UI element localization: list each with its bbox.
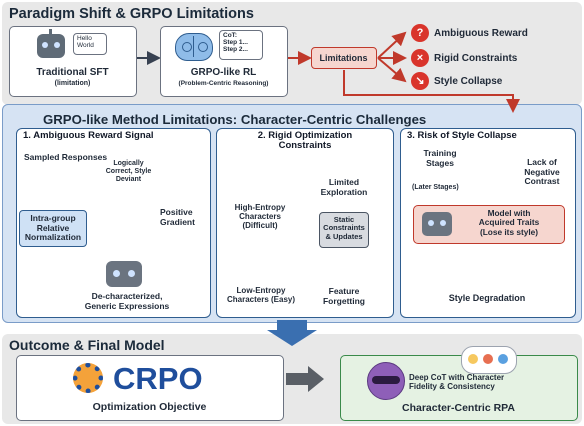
masked-character-icon xyxy=(367,362,405,400)
limit-item-style-collapse: Style Collapse xyxy=(434,76,503,87)
crpo-card: CRPO Optimization Objective xyxy=(16,355,284,421)
rl-card: CoT: Step 1... Step 2... GRPO-like RL (P… xyxy=(160,26,288,97)
low-line1: Low-Entropy xyxy=(236,286,286,295)
stages-line1: Training xyxy=(423,148,457,158)
limited-exploration-label: Limited Exploration xyxy=(310,177,378,197)
rl-cot-bubble: CoT: Step 1... Step 2... xyxy=(219,30,263,60)
contrast-line3: Contrast xyxy=(524,176,560,187)
model-line3: (Lose its style) xyxy=(479,226,539,237)
feature-forgetting-label: Feature Forgetting xyxy=(310,286,378,306)
gradient-line2: Gradient xyxy=(160,216,195,227)
panel2-title-line2: Constraints xyxy=(278,140,332,152)
limits-branch-arrow-1 xyxy=(377,31,407,59)
emoji-cluster-icon xyxy=(461,346,517,374)
limitations-box: Limitations xyxy=(311,47,377,69)
rl-bubble-line3: Step 2... xyxy=(223,46,248,54)
contrast-line1: Lack of xyxy=(527,157,557,167)
sft-bubble-line2: World xyxy=(77,42,94,50)
forget-line2: Forgetting xyxy=(322,295,366,306)
positive-gradient-label: Positive Gradient xyxy=(160,207,195,227)
decharacterized-label: De-characterized, Generic Expressions xyxy=(62,291,192,311)
limit-item-ambiguous-reward: Ambiguous Reward xyxy=(434,28,528,39)
cloud-line3: Deviant xyxy=(115,175,142,183)
traits-robot-icon xyxy=(422,212,452,236)
sft-card: Hello World Traditional SFT (limitation) xyxy=(9,26,137,97)
logic-cloud-text: Logically Correct, Style Deviant xyxy=(90,160,167,183)
ambiguous-reward-icon: ? xyxy=(411,24,429,42)
down-flow-arrow xyxy=(267,320,317,346)
rigid-constraints-icon: × xyxy=(411,49,429,67)
contrast-line2: Negative xyxy=(524,166,560,177)
training-stages-label: Training Stages xyxy=(410,148,470,168)
high-line2: Characters xyxy=(239,211,281,221)
cloud-line2: Correct, Style xyxy=(105,167,152,175)
rl-sublabel: (Problem-Centric Reasoning) xyxy=(178,80,269,87)
cloud-line1: Logically xyxy=(113,160,144,167)
optimization-objective-label: Optimization Objective xyxy=(92,401,207,413)
limitations-down-arrow xyxy=(343,70,520,113)
crpo-title: CRPO xyxy=(113,361,203,396)
normalization-box: Intra-group Relative Normalization xyxy=(19,210,87,247)
lack-contrast-label: Lack of Negative Contrast xyxy=(515,157,569,187)
result-line2: Generic Expressions xyxy=(84,300,170,311)
norm-line2: Relative xyxy=(36,222,70,233)
normalization-text: Intra-group Relative Normalization xyxy=(20,213,86,243)
rpa-description: Deep CoT with Character Fidelity & Consi… xyxy=(409,373,505,392)
static-line3: & Updates xyxy=(325,231,363,241)
explore-line1: Limited xyxy=(328,177,360,187)
static-constraints-box: Static Constraints & Updates xyxy=(319,212,369,248)
explore-line2: Exploration xyxy=(320,186,368,197)
model-line1: Model with xyxy=(487,208,531,218)
sampled-responses-label: Sampled Responses xyxy=(24,152,108,162)
sft-label: Traditional SFT xyxy=(36,67,109,78)
rl-label: GRPO-like RL xyxy=(190,67,257,78)
generic-robot-icon xyxy=(106,261,142,287)
static-constraints-text: Static Constraints & Updates xyxy=(320,215,368,241)
panel2-title: 2. Rigid Optimization Constraints xyxy=(216,130,394,152)
rpa-line1: Deep CoT with Character xyxy=(409,373,505,382)
sft-bubble-line1: Hello xyxy=(77,35,92,42)
limits-branch-arrow-3 xyxy=(377,57,407,83)
low-entropy-label: Low-Entropy Characters (Easy) xyxy=(219,286,303,305)
panel3-title: 3. Risk of Style Collapse xyxy=(407,130,517,141)
bottom-section-title: Outcome & Final Model xyxy=(9,337,165,353)
limit-item-rigid-constraints: Rigid Constraints xyxy=(434,53,518,64)
limitations-label: Limitations xyxy=(319,53,368,63)
panel2-title-line1: 2. Rigid Optimization xyxy=(257,130,353,141)
gradient-line1: Positive xyxy=(160,207,193,217)
high-line3: (Difficult) xyxy=(242,220,278,230)
forget-line1: Feature xyxy=(328,286,360,296)
high-line1: High-Entropy xyxy=(234,203,286,212)
norm-line1: Intra-group xyxy=(30,213,76,223)
stages-line2: Stages xyxy=(426,157,454,168)
result-line1: De-characterized, xyxy=(91,291,163,301)
top-section-title: Paradigm Shift & GRPO Limitations xyxy=(9,6,254,22)
norm-line3: Normalization xyxy=(24,232,82,243)
middle-section-title: GRPO-like Method Limitations: Character-… xyxy=(43,112,427,127)
later-stages-label: (Later Stages) xyxy=(412,184,459,191)
static-line1: Static xyxy=(333,215,355,224)
rpa-card: Deep CoT with Character Fidelity & Consi… xyxy=(340,346,578,421)
static-line2: Constraints xyxy=(323,223,365,233)
sft-speech-bubble: Hello World xyxy=(73,33,107,55)
low-line2: Characters (Easy) xyxy=(226,294,296,304)
robot-icon xyxy=(37,29,65,58)
style-degradation-label: Style Degradation xyxy=(448,293,526,303)
sft-sublabel: (limitation) xyxy=(54,80,91,87)
brain-icon xyxy=(175,33,213,61)
panel1-title: 1. Ambiguous Reward Signal xyxy=(23,130,154,141)
style-collapse-icon: ↘ xyxy=(411,72,429,90)
rl-bubble-line1: CoT: xyxy=(223,32,238,39)
high-entropy-label: High-Entropy Characters (Difficult) xyxy=(222,203,298,231)
model-line2: Acquired Traits xyxy=(478,217,540,228)
acquired-traits-box: Model with Acquired Traits (Lose its sty… xyxy=(413,205,565,244)
rl-bubble-line2: Step 1... xyxy=(223,39,248,47)
acquired-traits-text: Model with Acquired Traits (Lose its sty… xyxy=(454,208,564,237)
gear-icon xyxy=(73,363,103,393)
character-centric-rpa-label: Character-Centric RPA xyxy=(401,402,515,414)
crpo-to-rpa-arrow xyxy=(286,366,324,392)
rpa-line2: Fidelity & Consistency xyxy=(409,381,495,391)
